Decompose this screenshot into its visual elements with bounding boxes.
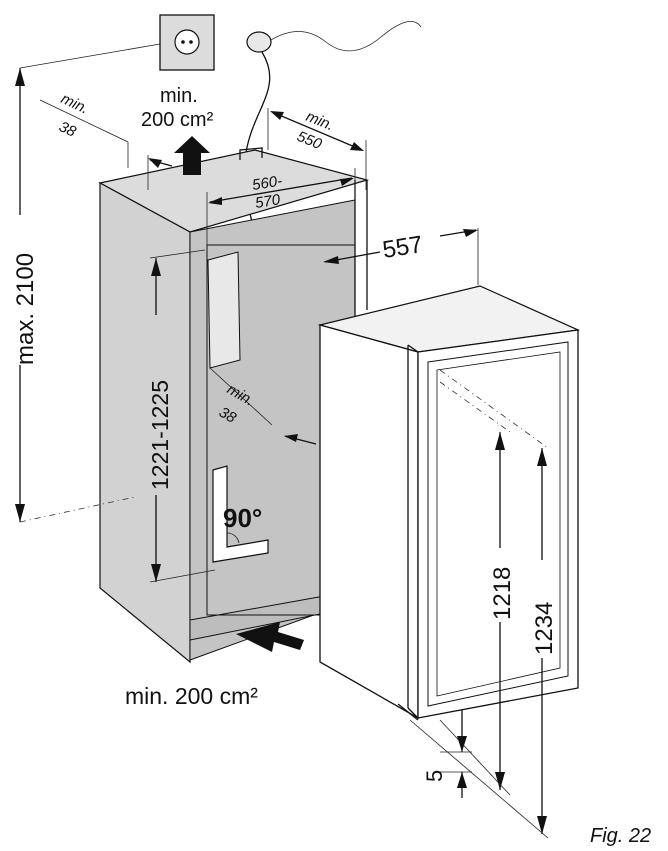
dim-1218 xyxy=(439,381,511,796)
dim-width-line2: 570 xyxy=(254,191,282,212)
dim-1218-label: 1218 xyxy=(489,567,516,620)
dim-min38-top-line1: min. xyxy=(58,90,91,117)
dim-width-line1: 560- xyxy=(251,172,283,193)
vent-top-label-line1: min. xyxy=(160,85,198,107)
dim-width xyxy=(206,168,356,245)
vent-top-arrow-icon xyxy=(174,136,210,175)
dim-min38-inner-line2: 38 xyxy=(216,404,240,427)
dim-gap-5-label: 5 xyxy=(422,770,447,782)
dim-niche-height-label: 1221-1225 xyxy=(147,380,173,490)
vent-bottom-label: min. 200 cm² xyxy=(125,683,258,709)
dim-1234 xyxy=(409,369,549,839)
dim-depth-557 xyxy=(323,228,479,285)
figure-caption: Fig. 22 xyxy=(590,825,651,847)
dim-depth-557-label: 557 xyxy=(381,231,425,264)
dim-min38-inner xyxy=(209,367,317,445)
dim-1234-label: 1234 xyxy=(531,602,558,655)
appliance-body xyxy=(317,285,581,721)
wall-socket xyxy=(159,14,215,71)
dim-max-height-label: max. 2100 xyxy=(12,253,39,365)
vent-top-label-line2: 200 cm² xyxy=(141,109,214,131)
angle-label: 90° xyxy=(223,503,262,533)
dim-min38-top xyxy=(39,99,173,190)
vent-bottom-arrow-icon xyxy=(236,622,304,652)
angle-bracket-90 xyxy=(212,465,269,563)
dim-min550 xyxy=(267,108,367,190)
power-plug-icon xyxy=(246,20,422,53)
dim-gap-5 xyxy=(440,710,472,798)
dim-min38-top-line2: 38 xyxy=(56,118,79,141)
